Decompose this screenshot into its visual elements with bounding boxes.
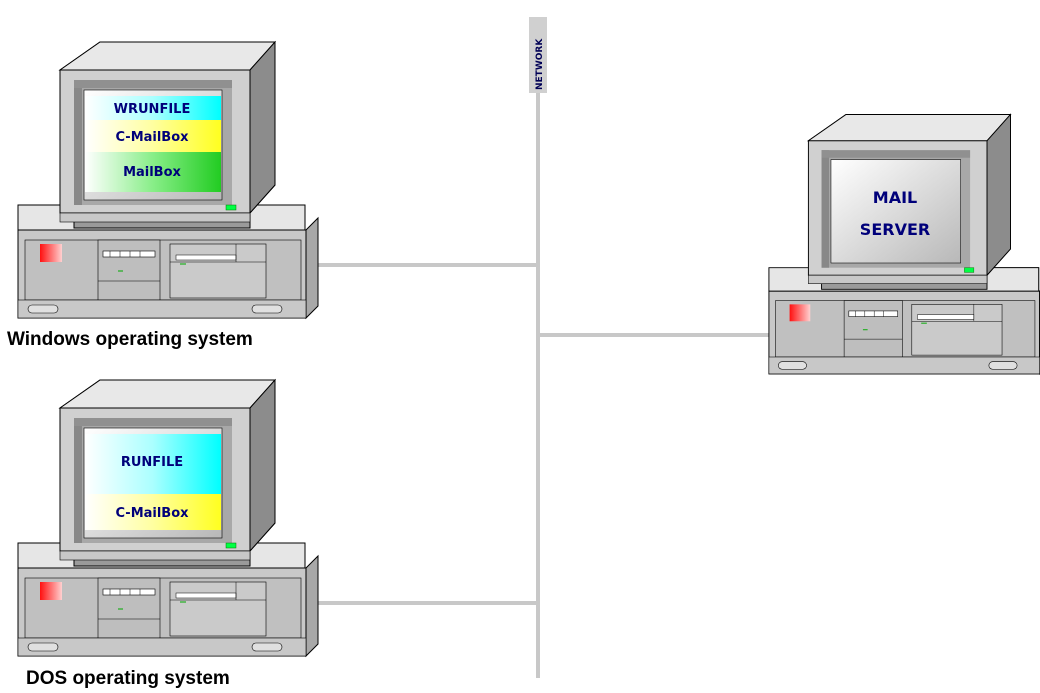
screen-label-cmailbox-dos: C-MailBox	[115, 506, 189, 521]
network-label-text: NETWORK	[535, 38, 545, 90]
screen-band-runfile	[85, 434, 221, 494]
network-label: NETWORK	[529, 17, 547, 93]
mail-server: MAIL SERVER	[768, 114, 1040, 375]
windows-caption: Windows operating system	[7, 329, 253, 350]
dos-workstation: RUNFILE C-MailBox	[17, 379, 319, 657]
dos-caption: DOS operating system	[26, 668, 230, 689]
screen-label-runfile: RUNFILE	[121, 455, 183, 470]
server-label-line2: SERVER	[860, 220, 930, 239]
screen-label-wrunfile: WRUNFILE	[114, 102, 191, 117]
screen-label-mailbox: MailBox	[123, 165, 181, 180]
screen-band-cmailbox-dos	[85, 494, 221, 530]
server-label-line1: MAIL	[873, 188, 917, 207]
windows-workstation: WRUNFILE C-MailBox MailBox	[17, 41, 319, 319]
screen-band-wrunfile	[85, 96, 221, 120]
screen-band-cmailbox	[85, 120, 221, 152]
screen-band-mailbox	[85, 152, 221, 192]
screen-label-cmailbox: C-MailBox	[115, 130, 189, 145]
